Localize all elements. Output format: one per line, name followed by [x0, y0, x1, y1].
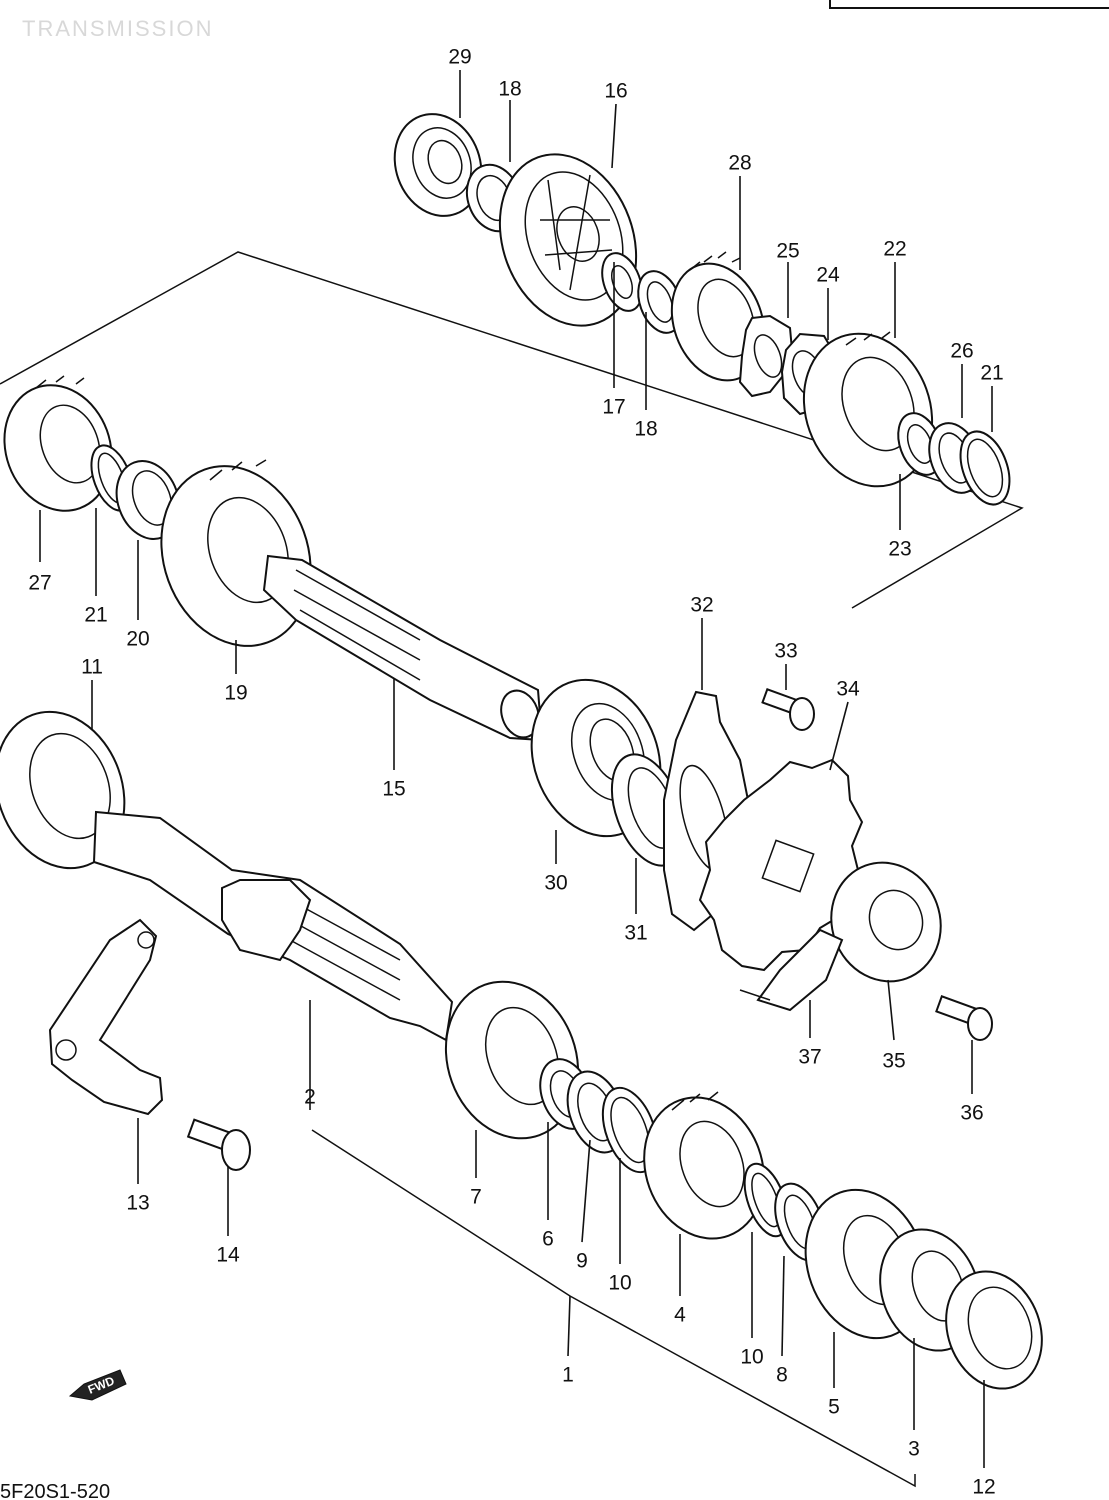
leader-line-34	[829, 701, 849, 771]
chain-37	[739, 928, 844, 1012]
callout-23: 23	[888, 538, 911, 561]
callout-5: 5	[828, 1396, 840, 1419]
callout-8: 8	[776, 1364, 788, 1387]
bushing-17	[601, 252, 643, 312]
callout-6: 6	[542, 1228, 554, 1251]
callout-14: 14	[216, 1244, 240, 1267]
header-watermark: TRANSMISSION	[22, 16, 213, 41]
gear-27	[3, 375, 113, 512]
callout-36: 36	[960, 1102, 983, 1125]
callout-20: 20	[126, 628, 149, 651]
washer-18b	[637, 270, 683, 334]
bearing-11	[0, 710, 126, 870]
gear-16	[498, 153, 638, 327]
callout-13: 13	[126, 1192, 149, 1215]
driveshaft-2	[92, 810, 454, 1042]
callout-28: 28	[728, 152, 751, 175]
callout-4: 4	[674, 1304, 686, 1327]
gear-19	[160, 459, 312, 647]
callout-29: 29	[448, 46, 471, 69]
callout-30: 30	[544, 872, 567, 895]
callout-16: 16	[604, 80, 627, 103]
lock-plate-13	[48, 918, 164, 1116]
callout-17: 17	[602, 396, 625, 419]
callout-1: 1	[562, 1364, 574, 1387]
callout-32: 32	[690, 594, 713, 617]
callout-22: 22	[883, 238, 906, 261]
callout-12: 12	[972, 1476, 995, 1499]
leader-line-16	[611, 103, 617, 169]
callout-18: 18	[498, 78, 521, 101]
callout-37: 37	[798, 1046, 821, 1069]
bearing-29	[393, 113, 483, 217]
bearing-12	[945, 1270, 1043, 1390]
leader-line-8	[781, 1255, 785, 1357]
driveshaft-group-outline	[311, 1129, 916, 1488]
callout-18: 18	[634, 418, 657, 441]
countershaft-15	[262, 554, 544, 742]
fwd-arrow-icon: FWD	[68, 1369, 127, 1401]
callout-19: 19	[224, 682, 247, 705]
callout-33: 33	[774, 640, 797, 663]
leader-line-9	[581, 1139, 591, 1243]
callout-9: 9	[576, 1250, 588, 1273]
callout-27: 27	[28, 572, 51, 595]
callout-26: 26	[950, 340, 973, 363]
callout-11: 11	[81, 656, 103, 679]
gear-4	[643, 1091, 765, 1240]
callout-21: 21	[84, 604, 107, 627]
callout-7: 7	[470, 1186, 482, 1209]
bolt-33	[761, 688, 815, 731]
callout-34: 34	[836, 678, 860, 701]
callout-24: 24	[816, 264, 840, 287]
callout-15: 15	[382, 778, 405, 801]
bolt-14	[186, 1118, 251, 1171]
callout-21: 21	[980, 362, 1003, 385]
gear-28	[670, 251, 766, 382]
callout-25: 25	[776, 240, 799, 263]
callout-10: 10	[608, 1272, 631, 1295]
callout-2: 2	[304, 1086, 316, 1109]
leader-line-35	[887, 979, 895, 1041]
leader-line-1	[567, 1295, 571, 1357]
circlip-21	[959, 430, 1011, 506]
callout-3: 3	[908, 1438, 920, 1461]
callout-31: 31	[624, 922, 647, 945]
bolt-36	[935, 995, 993, 1041]
footer-code: 5F20S1-520	[0, 1481, 110, 1500]
callout-10: 10	[740, 1346, 763, 1369]
callout-35: 35	[882, 1050, 905, 1073]
countershaft-group-outline	[0, 251, 1024, 609]
